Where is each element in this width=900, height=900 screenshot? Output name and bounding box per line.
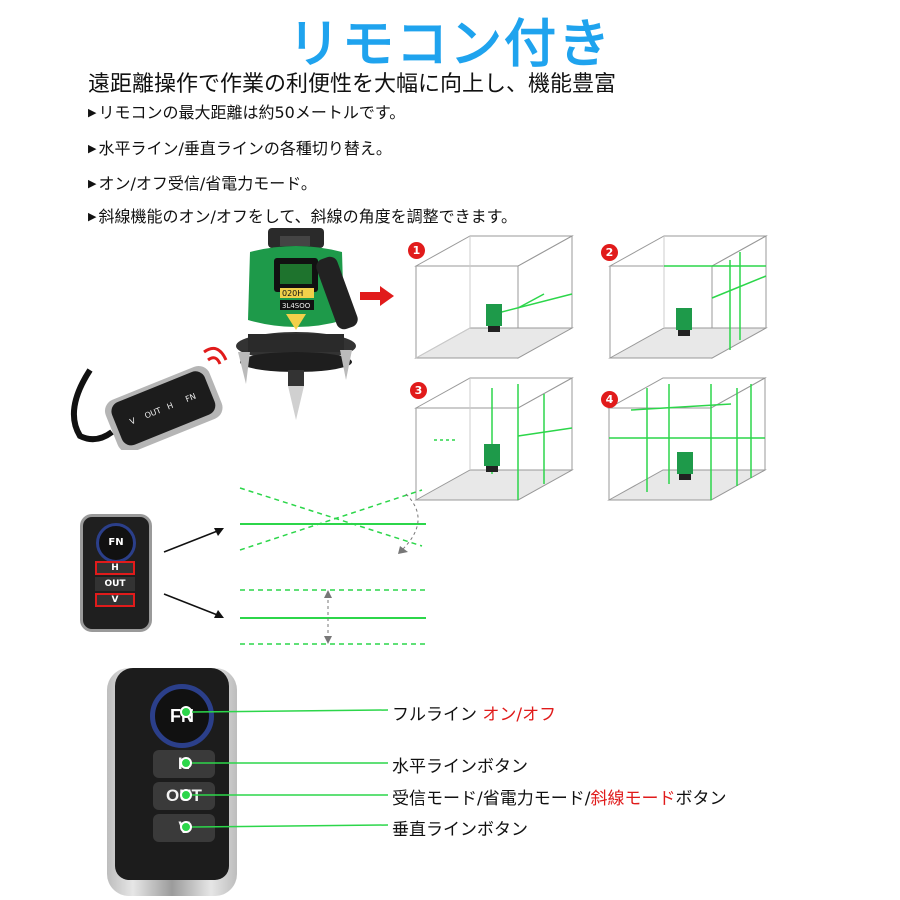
mode-4-diagram [603,376,769,502]
small-out-button: OUT [95,577,135,591]
mode-1-diagram [410,234,576,362]
bullet-item: ▶斜線機能のオン/オフをして、斜線の角度を調整できます。 [88,207,517,226]
small-fn-ring: FN [96,523,136,563]
bullet-triangle-icon: ▶ [88,177,97,190]
mode-3-diagram [410,376,576,502]
small-fn-label: FN [108,537,124,548]
remote-h-label: H [166,401,175,412]
remote-control-photo: V OUT H FN [71,346,228,450]
subtitle: 遠距離操作で作業の利便性を大幅に向上し、機能豊富 [88,72,617,97]
parallel-line-diagram [240,589,426,645]
bullet-item: ▶水平ライン/垂直ラインの各種切り替え。 [88,139,392,158]
small-h-button: H [95,561,135,575]
out-description: 受信モード/省電力モード/斜線モードボタン [392,789,727,809]
mode-2-diagram [604,234,770,362]
bullet-triangle-icon: ▶ [88,210,97,223]
fn-indicator-dot [180,706,192,718]
bullet-triangle-icon: ▶ [88,106,97,119]
h-indicator-dot [180,757,192,769]
device-label-top: 020H [282,289,303,298]
leader-lines [191,709,389,828]
diagonal-line-diagram [239,487,426,554]
arrow-right-icon [360,286,394,306]
out-indicator-dot [180,789,192,801]
v-indicator-dot [180,821,192,833]
mode-1-badge: 1 [408,242,425,259]
bullet-item: ▶オン/オフ受信/省電力モード。 [88,174,317,193]
mode-4-badge: 4 [601,391,618,408]
page-title: リモコン付き [287,15,612,75]
mode-2-badge: 2 [601,244,618,261]
remote-fn-label: FN [184,392,197,404]
remote-v-label: V [128,416,137,427]
mode-3-badge: 3 [410,382,427,399]
small-remote: FN H OUT V [80,514,152,632]
h-description: 水平ラインボタン [392,757,528,777]
laser-level-device: 020H 3L4SOO [236,228,358,420]
small-v-button: V [95,593,135,607]
bullet-item: ▶リモコンの最大距離は約50メートルです。 [88,103,406,122]
v-description: 垂直ラインボタン [392,820,528,840]
device-label-bottom: 3L4SOO [282,302,311,310]
bullet-triangle-icon: ▶ [88,142,97,155]
pointer-arrows [163,528,224,618]
fn-description: フルライン オン/オフ [392,705,557,725]
